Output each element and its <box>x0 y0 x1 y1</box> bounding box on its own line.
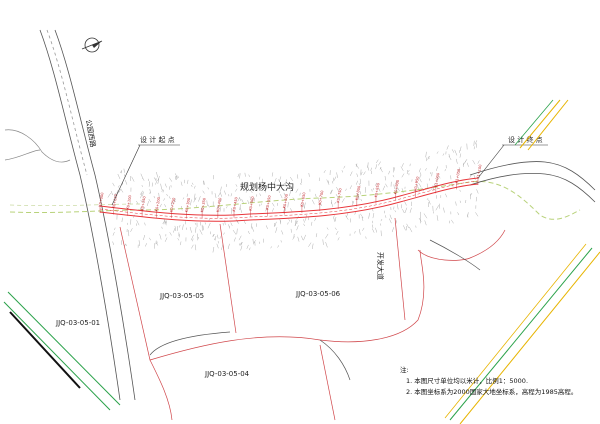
notes-title: 注: <box>400 366 409 374</box>
parcel-label-06: JJQ-03-05-06 <box>295 290 341 298</box>
dashed-boundary-2 <box>9 203 141 207</box>
station-label: K0+350 <box>200 197 207 213</box>
dashed-boundary <box>9 180 581 220</box>
note-item-2: 2. 本图坐标系为2000国家大地坐标系，高程为1985高程。 <box>406 388 578 396</box>
terrain-hatching <box>107 140 480 253</box>
station-label: K1+100 <box>476 163 483 179</box>
station-label: K0+050 <box>112 193 119 209</box>
svg-text:设 计 终 点: 设 计 终 点 <box>508 135 543 144</box>
west-road-label: 公园西路 <box>84 119 98 148</box>
parcel-label-01: JJQ-03-05-01 <box>55 319 100 327</box>
station-label: K0+450 <box>232 196 239 212</box>
station-label: K1+000 <box>434 172 441 188</box>
station-label: K0+200 <box>155 196 162 212</box>
station-label: K0+550 <box>265 194 272 210</box>
svg-text:设 计 起 点: 设 计 起 点 <box>140 135 175 144</box>
parcel-label-05: JJQ-03-05-05 <box>159 292 204 300</box>
side-canal-branch <box>4 149 41 161</box>
station-label: K0+950 <box>413 176 420 192</box>
station-label: K0+150 <box>140 195 147 211</box>
railway-lines-west <box>3 291 121 411</box>
station-marks: K0+000 K0+050 K0+100 K0+150 K0+200 K0+250 K0+3… <box>98 163 483 219</box>
parcel-lines <box>119 217 506 421</box>
station-label: K0+650 <box>300 191 307 207</box>
station-label: K0+250 <box>170 197 177 213</box>
station-label: K0+100 <box>126 194 133 210</box>
station-label: K0+300 <box>185 197 192 213</box>
station-label: K1+050 <box>455 168 462 184</box>
east-road-label: 开发大道 <box>376 252 385 280</box>
parcel-label-04: JJQ-03-05-04 <box>204 370 250 378</box>
station-label: K0+600 <box>282 193 289 209</box>
design-end-callout: 设 计 终 点 <box>477 135 548 179</box>
station-label: K0+500 <box>248 195 255 211</box>
side-canal <box>4 129 71 163</box>
note-item-1: 1. 本图尺寸单位均以米计，比例1：5000. <box>406 377 529 385</box>
station-label: K0+750 <box>336 187 343 203</box>
north-arrow-icon <box>81 37 103 53</box>
station-label: K0+800 <box>355 185 362 201</box>
station-label: K0+900 <box>394 179 401 195</box>
design-start-callout: 设 计 起 点 <box>111 135 180 206</box>
station-label: K0+850 <box>374 182 381 198</box>
station-label: K0+700 <box>318 190 325 206</box>
project-label: 规划杨中大沟 <box>240 181 294 193</box>
notes-panel: 注: 1. 本图尺寸单位均以米计，比例1：5000. 2. 本图坐标系为2000… <box>400 365 595 398</box>
station-label: K0+400 <box>216 197 223 213</box>
local-roads <box>149 239 481 381</box>
station-label: K0+000 <box>98 191 105 207</box>
west-road <box>39 29 136 401</box>
east-road <box>469 161 596 203</box>
railway-lines-east <box>444 99 600 424</box>
